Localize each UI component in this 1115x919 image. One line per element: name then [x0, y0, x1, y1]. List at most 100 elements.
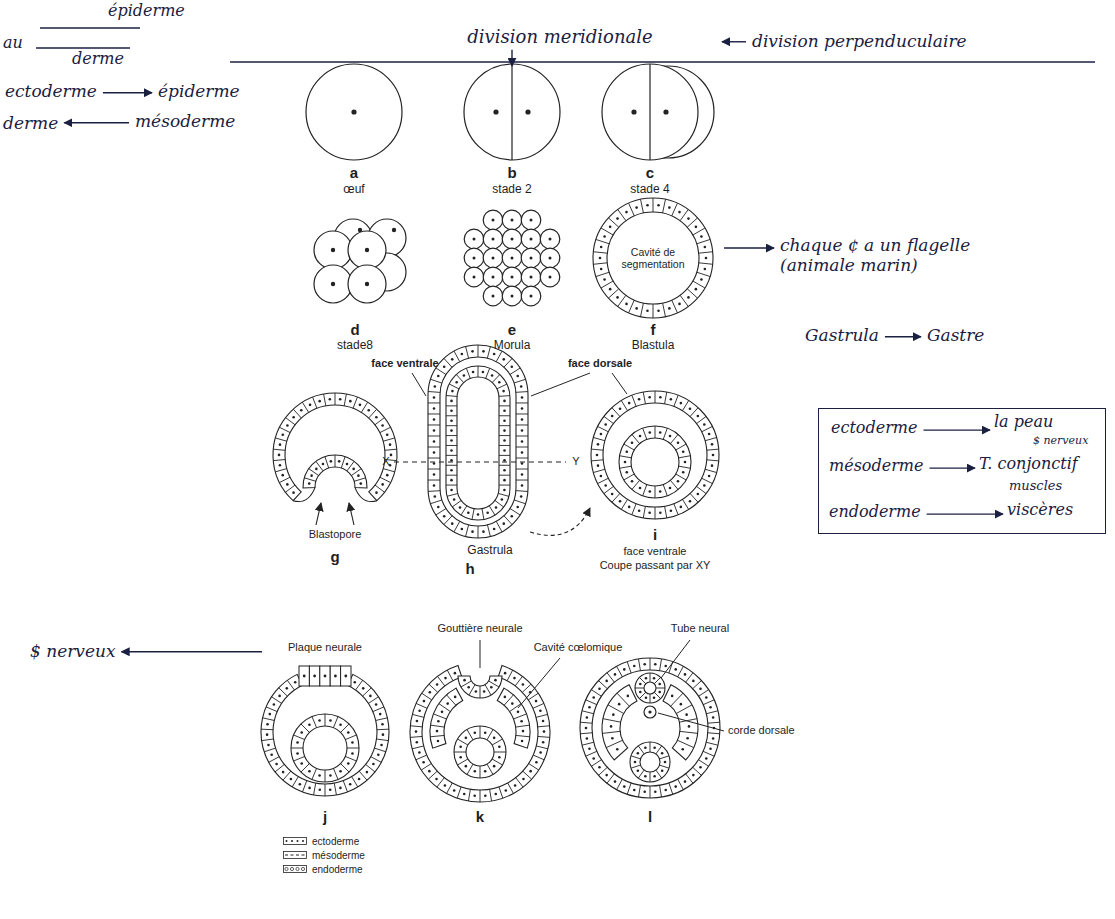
- note-text: mésoderme: [135, 112, 235, 132]
- cell-wall: [428, 435, 440, 436]
- nucleus: [492, 238, 495, 241]
- nucleus: [510, 515, 513, 518]
- nucleus: [339, 787, 342, 790]
- leader-line: [658, 713, 724, 731]
- nucleus: [637, 752, 640, 755]
- nucleus: [498, 381, 501, 384]
- nucleus: [451, 522, 454, 525]
- cell-wall: [632, 395, 636, 406]
- cell-wall: [312, 717, 317, 728]
- stage-name: Coupe passant par XY: [600, 559, 711, 572]
- nucleus: [681, 748, 684, 751]
- nucleus: [511, 238, 514, 241]
- cell-wall: [436, 509, 446, 515]
- cell-wall: [606, 740, 622, 747]
- nucleus: [451, 358, 454, 361]
- nucleus: [646, 309, 649, 312]
- cell-wall: [676, 705, 692, 714]
- cell-wall: [514, 379, 525, 383]
- cell-wall: [678, 779, 684, 790]
- nucleus: [600, 475, 603, 478]
- cell-wall: [516, 725, 530, 727]
- nucleus: [504, 672, 507, 675]
- cell-wall: [603, 719, 621, 723]
- cell-wall: [582, 711, 594, 714]
- nucleus: [474, 770, 477, 773]
- nucleus: [627, 695, 630, 698]
- nucleus: [450, 429, 453, 432]
- cell-wall: [294, 756, 305, 761]
- nucleus: [521, 418, 524, 421]
- stage-name: stade 4: [630, 183, 669, 197]
- cell-wall: [696, 416, 706, 423]
- figure-letter: i: [653, 526, 657, 543]
- cell-wall: [629, 203, 635, 216]
- cell-wall: [660, 659, 662, 671]
- nucleus: [435, 778, 438, 781]
- nucleus: [597, 464, 600, 467]
- cell-wall: [638, 770, 644, 778]
- nucleus: [281, 474, 284, 477]
- nucleus: [648, 396, 651, 399]
- cell-wall: [650, 772, 651, 782]
- nucleus: [592, 696, 595, 699]
- nucleus: [646, 204, 649, 207]
- nucleus: [433, 473, 436, 476]
- cell-wall: [499, 455, 510, 456]
- nucleus: [688, 725, 691, 728]
- cell-wall: [437, 778, 444, 787]
- nucleus: [705, 757, 708, 760]
- nucleus: [300, 731, 303, 734]
- nucleus: [266, 733, 269, 736]
- cell-wall: [430, 725, 444, 727]
- cell-wall: [431, 500, 442, 504]
- nucleus: [349, 400, 352, 403]
- legend-sample: [284, 838, 307, 845]
- cell-wall: [627, 662, 631, 673]
- cell-wall: [705, 469, 717, 472]
- nucleus: [459, 756, 462, 759]
- morula-cell: [483, 267, 503, 287]
- cell-wall: [638, 785, 640, 797]
- nucleus: [322, 463, 325, 466]
- cell-wall: [345, 756, 356, 761]
- nucleus: [653, 746, 656, 749]
- nucleus: [351, 752, 354, 755]
- legend-sample: [283, 851, 307, 859]
- nucleus: [659, 490, 662, 493]
- nucleus: [664, 665, 667, 668]
- nucleus: [433, 484, 436, 487]
- nucleus: [490, 686, 493, 689]
- nucleus: [278, 695, 281, 698]
- cell-wall: [607, 673, 614, 682]
- nucleus: [437, 720, 440, 723]
- note-arrow: [122, 651, 262, 652]
- note-line: [40, 27, 140, 28]
- nucleus: [463, 793, 466, 796]
- cell-wall: [433, 714, 446, 719]
- cell-wall: [656, 770, 662, 778]
- cell-wall: [650, 694, 651, 703]
- nucleus: [331, 282, 335, 286]
- note-arrow: [929, 467, 975, 468]
- nucleus: [437, 375, 440, 378]
- neural-plate-cell: [299, 666, 309, 686]
- nucleus: [687, 296, 690, 299]
- nucleus: [473, 257, 476, 260]
- nucleus: [434, 495, 437, 498]
- nucleus: [450, 439, 453, 442]
- nucleus: [493, 109, 498, 114]
- cell-wall: [533, 755, 544, 760]
- nucleus: [680, 402, 683, 405]
- nucleus: [503, 449, 506, 452]
- morula-cell: [521, 267, 541, 287]
- endoderm-layer: [619, 426, 691, 498]
- cell-wall: [333, 768, 338, 779]
- blastopore-lip: [355, 488, 377, 502]
- nucleus: [382, 733, 385, 736]
- nucleus: [520, 385, 523, 388]
- note-text: derme: [3, 114, 58, 134]
- nucleus: [344, 675, 347, 678]
- endoderm-layer: [303, 455, 367, 488]
- cell-wall: [604, 486, 614, 493]
